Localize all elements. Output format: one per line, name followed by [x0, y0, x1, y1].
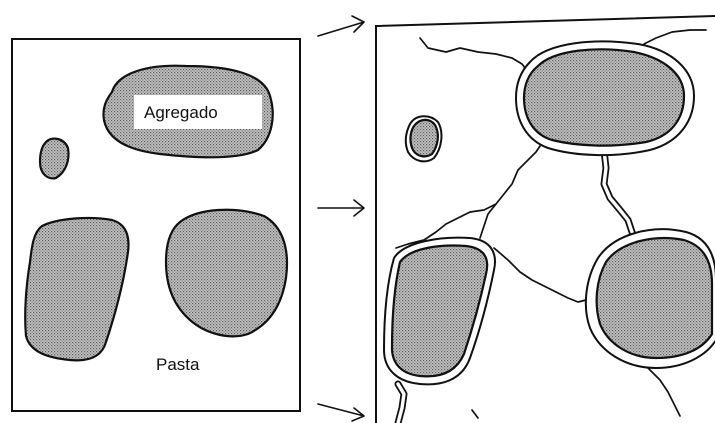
aggregate-bottom-right-cracked: [597, 238, 712, 358]
aggregate-bottom-left-cracked: [392, 246, 487, 377]
arrow-bottom: [318, 404, 364, 421]
crack-top-left: [420, 38, 528, 72]
crack-upper-diagonal: [480, 140, 544, 238]
aggregate-label: Agregado: [144, 103, 218, 122]
crack-bottom-right: [648, 368, 680, 416]
crack-top-right: [644, 30, 706, 44]
crack-middle-right: [494, 248, 586, 302]
crack-small-bottom: [472, 410, 478, 418]
cracked-concrete-panel: [376, 16, 715, 423]
intact-concrete-panel: Agregado Pasta: [12, 39, 300, 411]
arrows-group: [318, 16, 364, 421]
paste-label: Pasta: [156, 355, 200, 374]
arrow-top: [318, 16, 364, 36]
aggregate-small-top-left: [410, 120, 437, 156]
arrow-middle: [318, 200, 364, 216]
aggregate-top-right: [524, 49, 684, 145]
